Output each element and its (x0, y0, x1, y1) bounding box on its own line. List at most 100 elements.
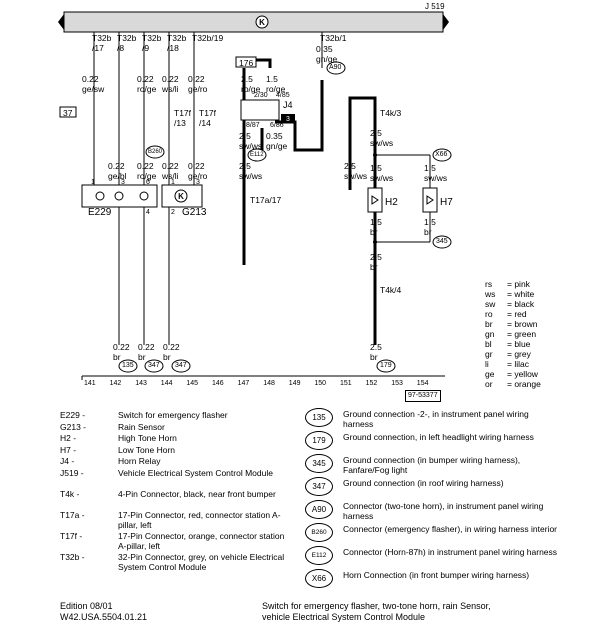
legend-description: High Tone Horn (118, 433, 177, 443)
ground-symbol: A90 (305, 500, 333, 519)
ground-symbol: E112 (305, 546, 333, 565)
equals-sign: = (507, 319, 515, 329)
g213-pin: 3 (196, 179, 200, 186)
color-code-row: or = orange (485, 379, 541, 390)
equals-sign: = (507, 279, 515, 289)
wire-label: 1.5 ro/ge (266, 74, 286, 94)
equals-sign: = (507, 309, 515, 319)
wire-label: 0.22 ro/ge (137, 161, 157, 181)
e229-pin: 3 (121, 179, 125, 186)
box-176-label: 176 (239, 58, 254, 68)
pin-label-t32b-19: T32b/19 (192, 33, 224, 43)
ruler-tick: 142 (109, 380, 122, 387)
pin-label-t32b-1: T32b/1 (320, 33, 347, 43)
connector-a90: A90 (329, 64, 342, 71)
wire-label: 2.5 sw/ws (239, 161, 263, 181)
color-code: sw (485, 299, 496, 309)
wire-label: 2.5 br (370, 252, 382, 272)
ruler-tick: 150 (314, 380, 327, 387)
svg-text:K: K (259, 18, 265, 27)
legend-code: T4k - (60, 488, 80, 499)
document-id: W42.USA.5504.01.21 (60, 612, 148, 622)
legend-code: J519 - (60, 467, 84, 478)
g213-pin: 2 (171, 209, 175, 216)
color-code: rs (485, 279, 493, 289)
wire-label: 2.5 sw/ws (370, 128, 394, 148)
legend-description: Switch for emergency flasher (118, 410, 228, 420)
color-name: green (514, 329, 537, 339)
ground-179: 179 (380, 362, 392, 369)
color-name: red (514, 309, 527, 319)
ground-description: Connector (emergency flasher), in wiring… (343, 524, 558, 534)
color-code-row: ge= yellow (485, 369, 538, 380)
legend-description: 17-Pin Connector, orange, connector stat… (118, 530, 285, 551)
wire-label: 0.22 ge/bl (108, 161, 127, 181)
g213-pin: 1 (171, 179, 175, 186)
e229-pin: 4 (146, 209, 150, 216)
equals-sign: = (507, 349, 515, 359)
edition-label: Edition 08/01 (60, 601, 113, 611)
ground-symbol: 345 (305, 454, 333, 473)
legend-code: H7 - (60, 444, 77, 455)
legend-description: Vehicle Electrical System Control Module (118, 467, 273, 478)
ground-347b: 347 (175, 362, 187, 369)
ruler-tick: 152 (365, 380, 378, 387)
h7-label: H7 (440, 197, 453, 208)
legend-description: 32-Pin Connector, grey, on vehicle Elect… (118, 551, 285, 572)
equals-sign: = (507, 379, 515, 389)
t17f-13-label: T17f /13 (174, 108, 192, 128)
pin-label-t32b-8: T32b /8 (117, 33, 137, 53)
ruler-tick: 147 (237, 380, 250, 387)
legend-code: H2 - (60, 433, 77, 443)
ruler-tick: 146 (212, 380, 224, 387)
module-title: J 519 (425, 2, 445, 11)
legend-description: Rain Sensor (118, 421, 165, 432)
color-code: br (485, 319, 493, 329)
equals-sign: = (507, 339, 515, 349)
wire-label: 0.22 ws/li (162, 74, 179, 94)
ground-symbol: 179 (305, 431, 333, 450)
color-code-row: gr= grey (485, 349, 531, 360)
equals-sign: = (507, 329, 515, 339)
h2-high-tone-horn (367, 187, 383, 213)
legend-description: Horn Relay (118, 456, 161, 466)
color-code-row: ws= white (485, 289, 534, 300)
color-name: yellow (514, 369, 538, 379)
color-name: blue (514, 339, 531, 349)
pin-label-t32b-9: T32b /9 (142, 33, 162, 53)
wire-label: 1.5 sw/ws (424, 163, 448, 183)
color-code: gn (485, 329, 495, 339)
ground-symbol: B260 (305, 523, 333, 542)
color-code: or (485, 379, 493, 389)
color-name: brown (514, 319, 538, 329)
pin-label-t32b-18: T32b /18 (167, 33, 187, 53)
ground-description: Ground connection (in bumper wiring harn… (343, 455, 521, 475)
ruler-tick: 148 (263, 380, 275, 387)
relay-pin: 6/86 (270, 122, 284, 129)
svg-text:3: 3 (286, 116, 290, 123)
ruler-tick: 141 (84, 380, 96, 387)
color-code-row: gn = green (485, 329, 537, 340)
box-37-label: 37 (63, 108, 73, 118)
horn-relay-box (240, 99, 280, 121)
wire-label: 0.22 ge/sw (82, 74, 105, 94)
pin-label-t32b-17: T32b /17 (92, 33, 112, 53)
t17a-17-label: T17a/17 (250, 195, 282, 205)
wire-label: 1.5 br (370, 217, 382, 237)
ground-description: Connector (two-tone horn), in instrument… (343, 501, 544, 521)
wire-label: 0.22 ws/li (162, 161, 179, 181)
relay-pin: 4/85 (276, 92, 290, 99)
t4k-3-label: T4k/3 (380, 108, 402, 118)
legend-description: Low Tone Horn (118, 444, 176, 455)
legend-code: T17a - (60, 509, 85, 520)
wire-label: 0.35 gn/ge (266, 131, 288, 151)
color-code-row: sw= black (485, 299, 534, 310)
color-name: lilac (514, 359, 529, 369)
color-name: orange (514, 379, 541, 389)
caption-line-1: Switch for emergency flasher, two-tone h… (262, 601, 491, 611)
ground-description: Ground connection, in left headlight wir… (343, 432, 534, 442)
equals-sign: = (507, 289, 515, 299)
ground-symbol: X66 (305, 569, 333, 588)
color-code: ws (485, 289, 496, 299)
color-code: li (485, 359, 489, 369)
